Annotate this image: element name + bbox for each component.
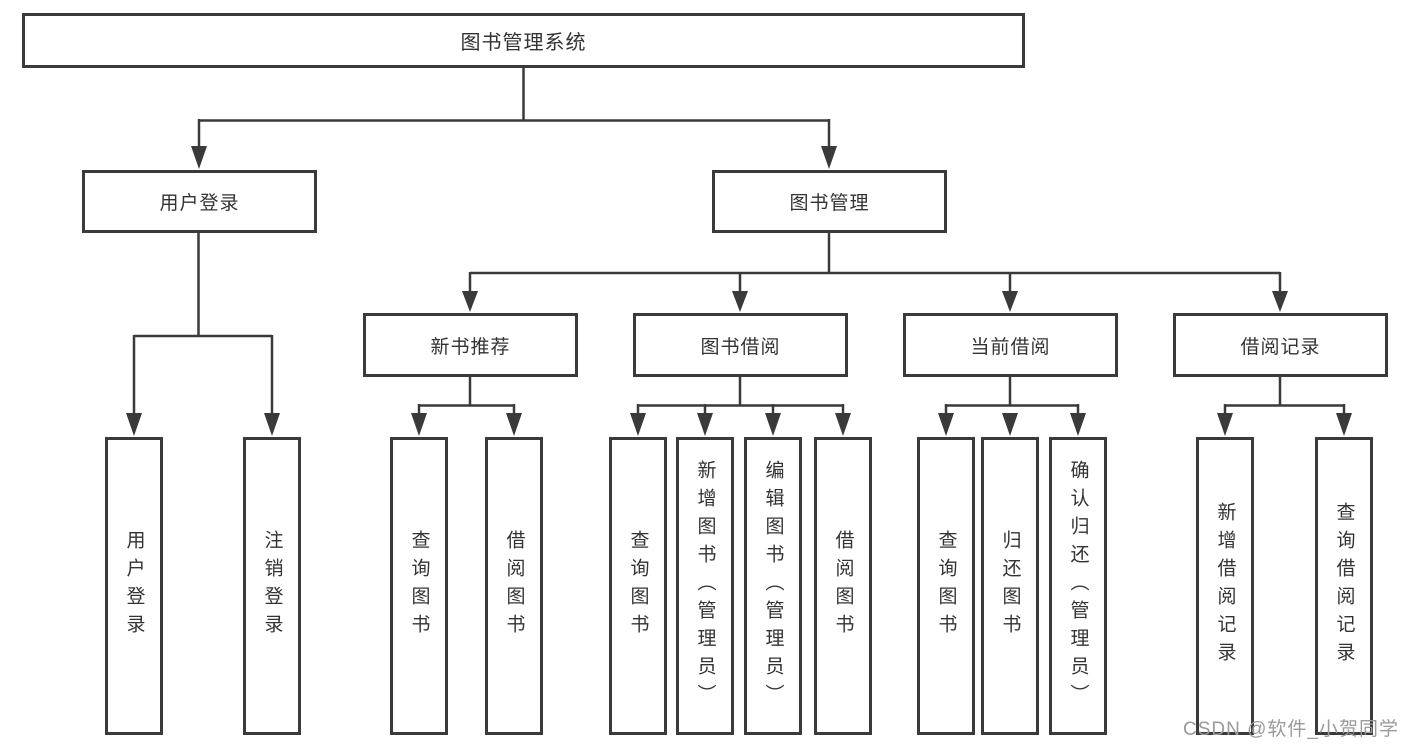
arrow-down-icon — [938, 413, 954, 436]
leaf-add-books-admin: 新增图书（管理员） — [676, 437, 734, 735]
leaf-borrow-books: 借阅图书 — [814, 437, 872, 735]
node-user-login: 用户登录 — [82, 170, 317, 233]
node-book-borrow: 图书借阅 — [633, 313, 848, 377]
leaf-query-books-recommend: 查询图书 — [390, 437, 448, 735]
node-new-book-recommend: 新书推荐 — [363, 313, 578, 377]
arrow-down-icon — [191, 146, 207, 169]
arrow-down-icon — [462, 291, 478, 312]
arrow-down-icon — [835, 413, 851, 436]
leaf-logout: 注销登录 — [243, 437, 301, 735]
arrow-down-icon — [126, 413, 142, 436]
node-borrow-records: 借阅记录 — [1173, 313, 1388, 377]
leaf-edit-books-admin: 编辑图书（管理员） — [744, 437, 802, 735]
arrow-down-icon — [1272, 291, 1288, 312]
arrow-down-icon — [411, 413, 427, 436]
arrow-down-icon — [697, 413, 713, 436]
arrow-down-icon — [1002, 413, 1018, 436]
leaf-query-borrow-record: 查询借阅记录 — [1315, 437, 1373, 735]
arrow-down-icon — [264, 413, 280, 436]
leaf-confirm-return-admin: 确认归还（管理员） — [1049, 437, 1107, 735]
leaf-user-login: 用户登录 — [105, 437, 163, 735]
arrow-down-icon — [732, 291, 748, 312]
arrow-down-icon — [821, 146, 837, 169]
leaf-query-books-borrow: 查询图书 — [609, 437, 667, 735]
leaf-borrow-books-recommend: 借阅图书 — [485, 437, 543, 735]
arrow-down-icon — [1002, 291, 1018, 312]
arrow-down-icon — [1217, 413, 1233, 436]
arrow-down-icon — [1336, 413, 1352, 436]
arrow-down-icon — [1070, 413, 1086, 436]
node-current-borrow: 当前借阅 — [903, 313, 1118, 377]
arrow-down-icon — [630, 413, 646, 436]
node-book-management: 图书管理 — [712, 170, 947, 233]
leaf-query-books-current: 查询图书 — [917, 437, 975, 735]
arrowheads — [126, 146, 1352, 436]
arrow-down-icon — [765, 413, 781, 436]
csdn-watermark: CSDN @软件_小贺同学 — [1183, 719, 1399, 740]
leaf-add-borrow-record: 新增借阅记录 — [1196, 437, 1254, 735]
node-book-management-system: 图书管理系统 — [22, 13, 1025, 68]
arrow-down-icon — [506, 413, 522, 436]
leaf-return-books: 归还图书 — [981, 437, 1039, 735]
